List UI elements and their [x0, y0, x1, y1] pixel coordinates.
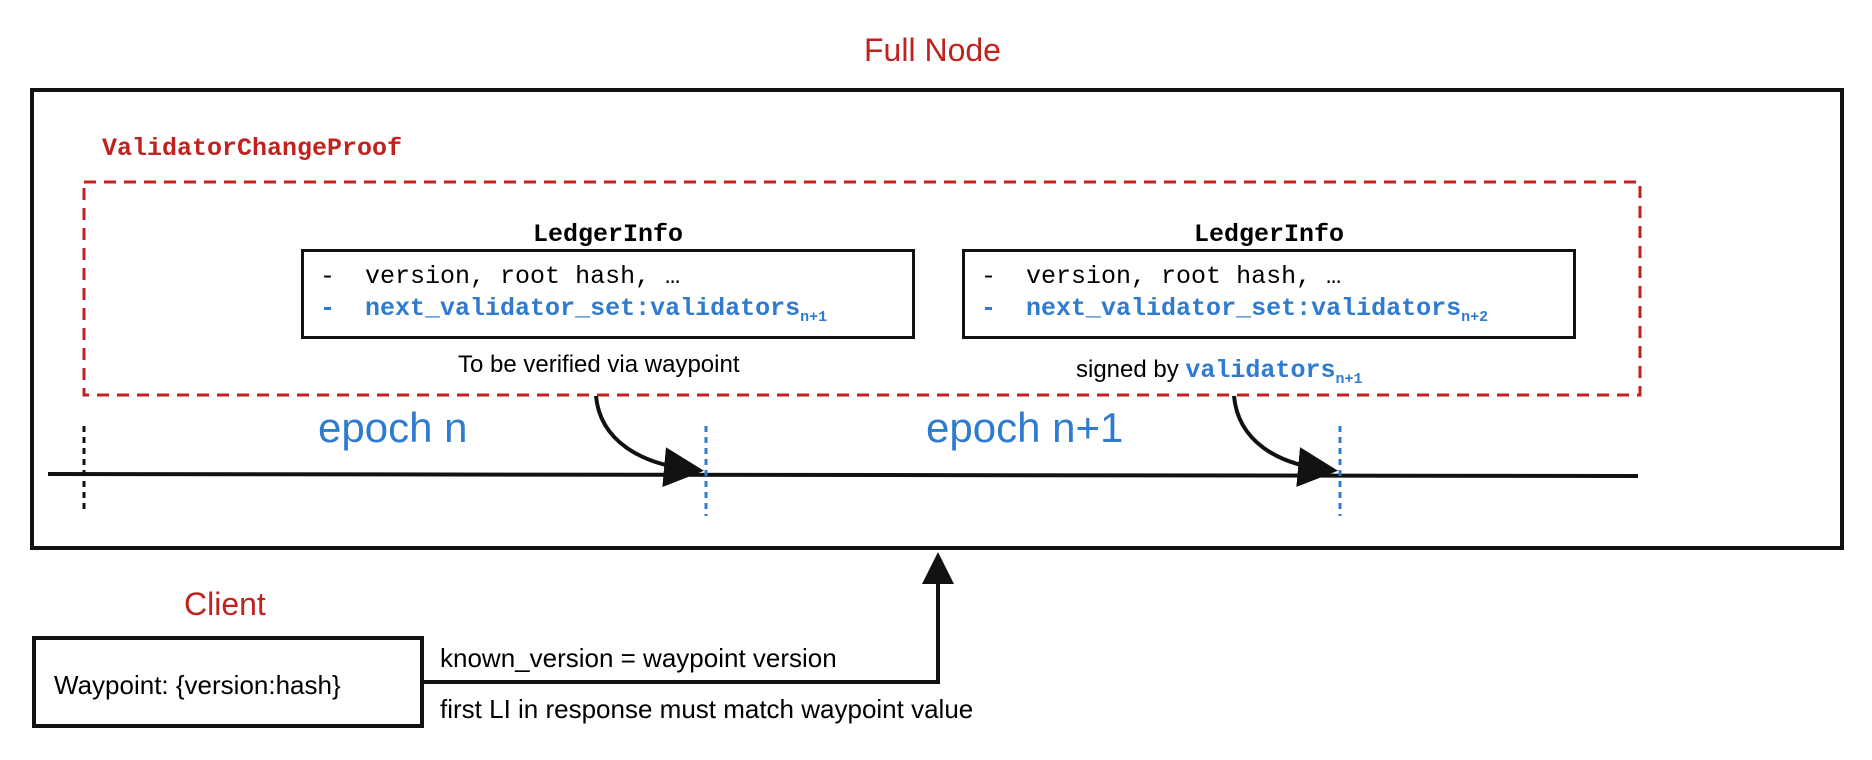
- ledger-info-2-line-2: - next_validator_set:validatorsn+2: [981, 294, 1489, 326]
- proof-dashed-box: [82, 180, 1642, 397]
- waypoint-box: Waypoint: {version:hash}: [32, 636, 424, 728]
- ledger-info-box-2: - version, root hash, … - next_validator…: [962, 249, 1576, 339]
- response-requirement: first LI in response must match waypoint…: [440, 694, 974, 724]
- client-request-arrow: [422, 552, 954, 684]
- arrow-li2-to-boundary: [1232, 395, 1338, 487]
- full-node-box: [30, 88, 1844, 550]
- ledger-info-2-caption: signed by validatorsn+1: [1076, 356, 1363, 388]
- request-known-version: known_version = waypoint version: [440, 643, 837, 673]
- waypoint-text: Waypoint: {version:hash}: [54, 670, 341, 700]
- ledger-info-1-line-1: - version, root hash, …: [320, 262, 681, 291]
- validator-change-proof-label: ValidatorChangeProof: [102, 134, 403, 163]
- epoch-label-n: epoch n: [318, 404, 468, 451]
- ledger-info-1-line-2: - next_validator_set:validatorsn+1: [320, 294, 828, 326]
- ledger-info-title-1: LedgerInfo: [532, 220, 684, 249]
- full-node-title: Full Node: [864, 32, 1001, 68]
- client-title: Client: [184, 586, 266, 622]
- arrow-li1-to-boundary: [594, 395, 704, 488]
- ledger-info-1-caption: To be verified via waypoint: [458, 351, 740, 378]
- ledger-info-2-line-1: - version, root hash, …: [981, 262, 1342, 291]
- ledger-info-title-2: LedgerInfo: [1193, 220, 1345, 249]
- timeline: [47, 472, 1639, 478]
- ledger-info-box-1: - version, root hash, … - next_validator…: [301, 249, 915, 339]
- epoch-label-n-plus-1: epoch n+1: [926, 404, 1124, 451]
